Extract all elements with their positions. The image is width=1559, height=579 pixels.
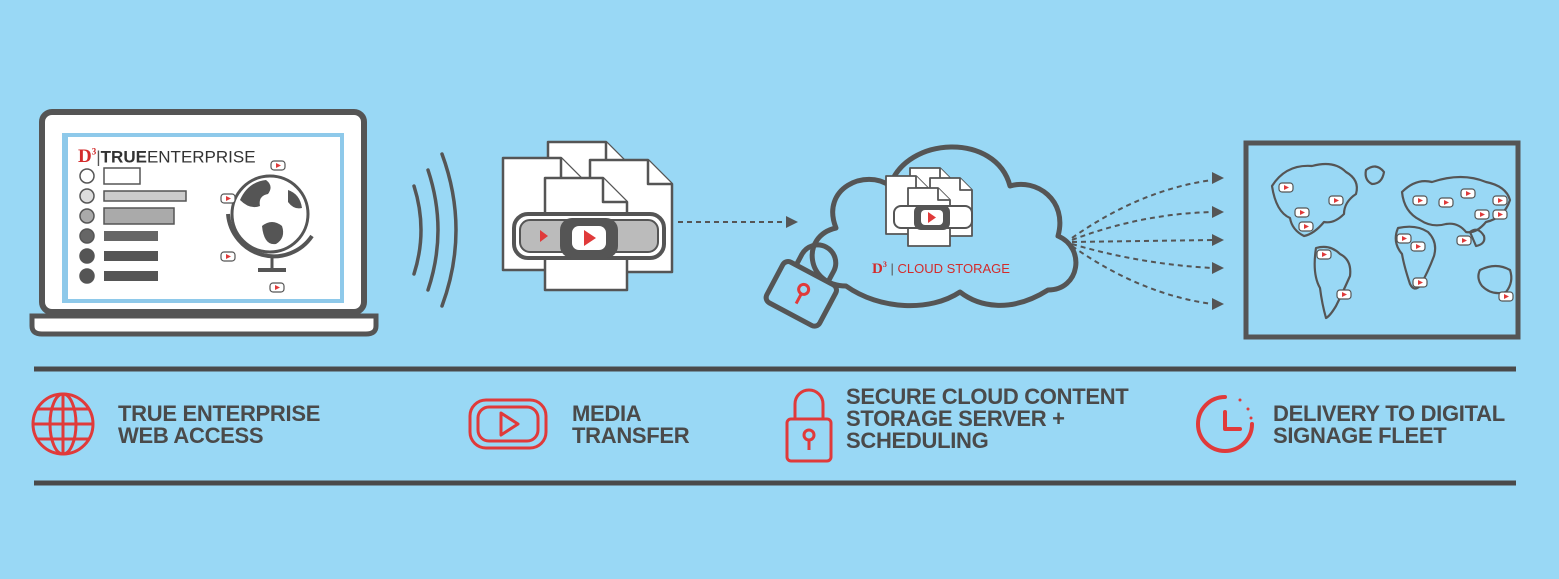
transfer-arrow	[678, 216, 798, 228]
transmission-waves-icon	[412, 152, 458, 308]
product-name-bold: TRUE	[100, 147, 147, 167]
media-files-illustration	[501, 140, 674, 292]
screen-globe	[226, 174, 314, 272]
clock-icon	[1196, 395, 1254, 453]
cloud-storage-illustration	[763, 144, 1079, 329]
play-button-icon	[468, 398, 548, 450]
product-name-rest: ENTERPRISE	[146, 147, 256, 167]
padlock-icon	[785, 388, 833, 463]
screen-list	[79, 167, 187, 284]
globe-icon	[31, 392, 95, 456]
delivery-arrows	[1071, 179, 1213, 305]
world-map-illustration	[1243, 140, 1521, 340]
d3-logo: D3	[78, 146, 97, 168]
screen-header: D3|TRUEENTERPRISE	[78, 146, 256, 168]
laptop-illustration	[29, 109, 379, 337]
cloud-storage-label: D3 | CLOUD STORAGE	[872, 260, 1010, 277]
